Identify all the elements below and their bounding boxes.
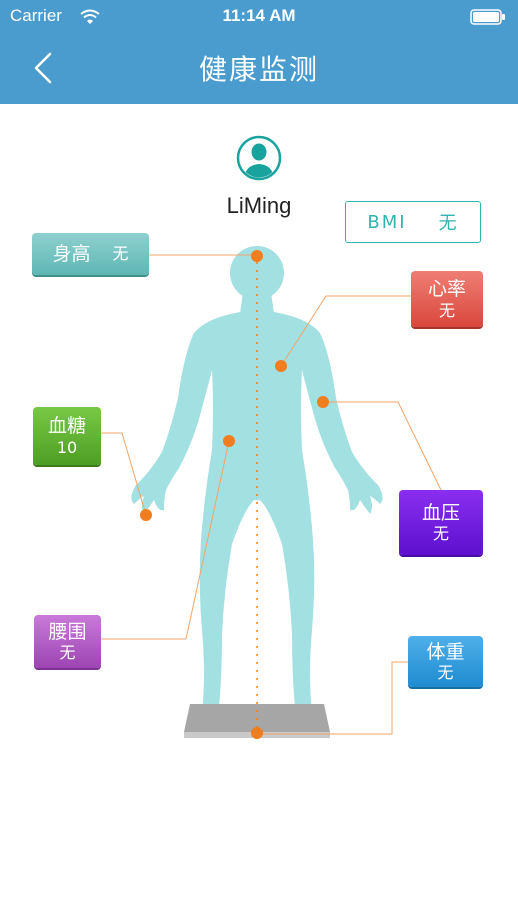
back-button[interactable] (26, 48, 66, 88)
human-body-figure (131, 246, 383, 722)
nav-header: Carrier 11:14 AM 健康监测 (0, 0, 518, 104)
height-label: 身高 (52, 242, 91, 265)
carrier-label: Carrier (10, 6, 62, 25)
status-bar: Carrier 11:14 AM (0, 0, 518, 34)
waist-point (223, 435, 235, 447)
heart-point (275, 360, 287, 372)
weight-button[interactable]: 体重 无 (408, 636, 483, 687)
blood-pressure-point (317, 396, 329, 408)
user-avatar-icon[interactable] (236, 135, 282, 181)
weight-point (251, 727, 263, 739)
blood-sugar-button[interactable]: 血糖 10 (33, 407, 101, 465)
height-point (251, 250, 263, 262)
connector-lines (101, 254, 442, 735)
measurement-points (140, 250, 329, 739)
height-value: 无 (112, 244, 129, 264)
weight-label: 体重 (426, 640, 465, 663)
blood-sugar-value: 10 (56, 437, 78, 457)
blood-pressure-label: 血压 (421, 501, 460, 524)
heart-rate-label: 心率 (427, 278, 466, 300)
bmi-label: BMI (367, 211, 407, 233)
wifi-icon (80, 9, 100, 24)
blood-sugar-point (140, 509, 152, 521)
user-name: LiMing (226, 193, 292, 218)
page-title: 健康监测 (198, 53, 319, 86)
waist-button[interactable]: 腰围 无 (34, 615, 101, 668)
bmi-value: 无 (438, 213, 459, 234)
heart-rate-button[interactable]: 心率 无 (411, 271, 483, 327)
blood-sugar-label: 血糖 (47, 415, 86, 437)
height-button[interactable]: 身高 无 (32, 233, 149, 275)
waist-label: 腰围 (48, 620, 87, 643)
status-time: 11:14 AM (222, 6, 296, 25)
heart-rate-value: 无 (438, 300, 455, 320)
bmi-box[interactable]: BMI 无 (345, 201, 481, 243)
waist-value: 无 (59, 643, 76, 663)
blood-pressure-button[interactable]: 血压 无 (399, 490, 483, 555)
battery-icon (470, 9, 505, 25)
weight-value: 无 (437, 663, 454, 683)
blood-pressure-value: 无 (432, 524, 449, 544)
